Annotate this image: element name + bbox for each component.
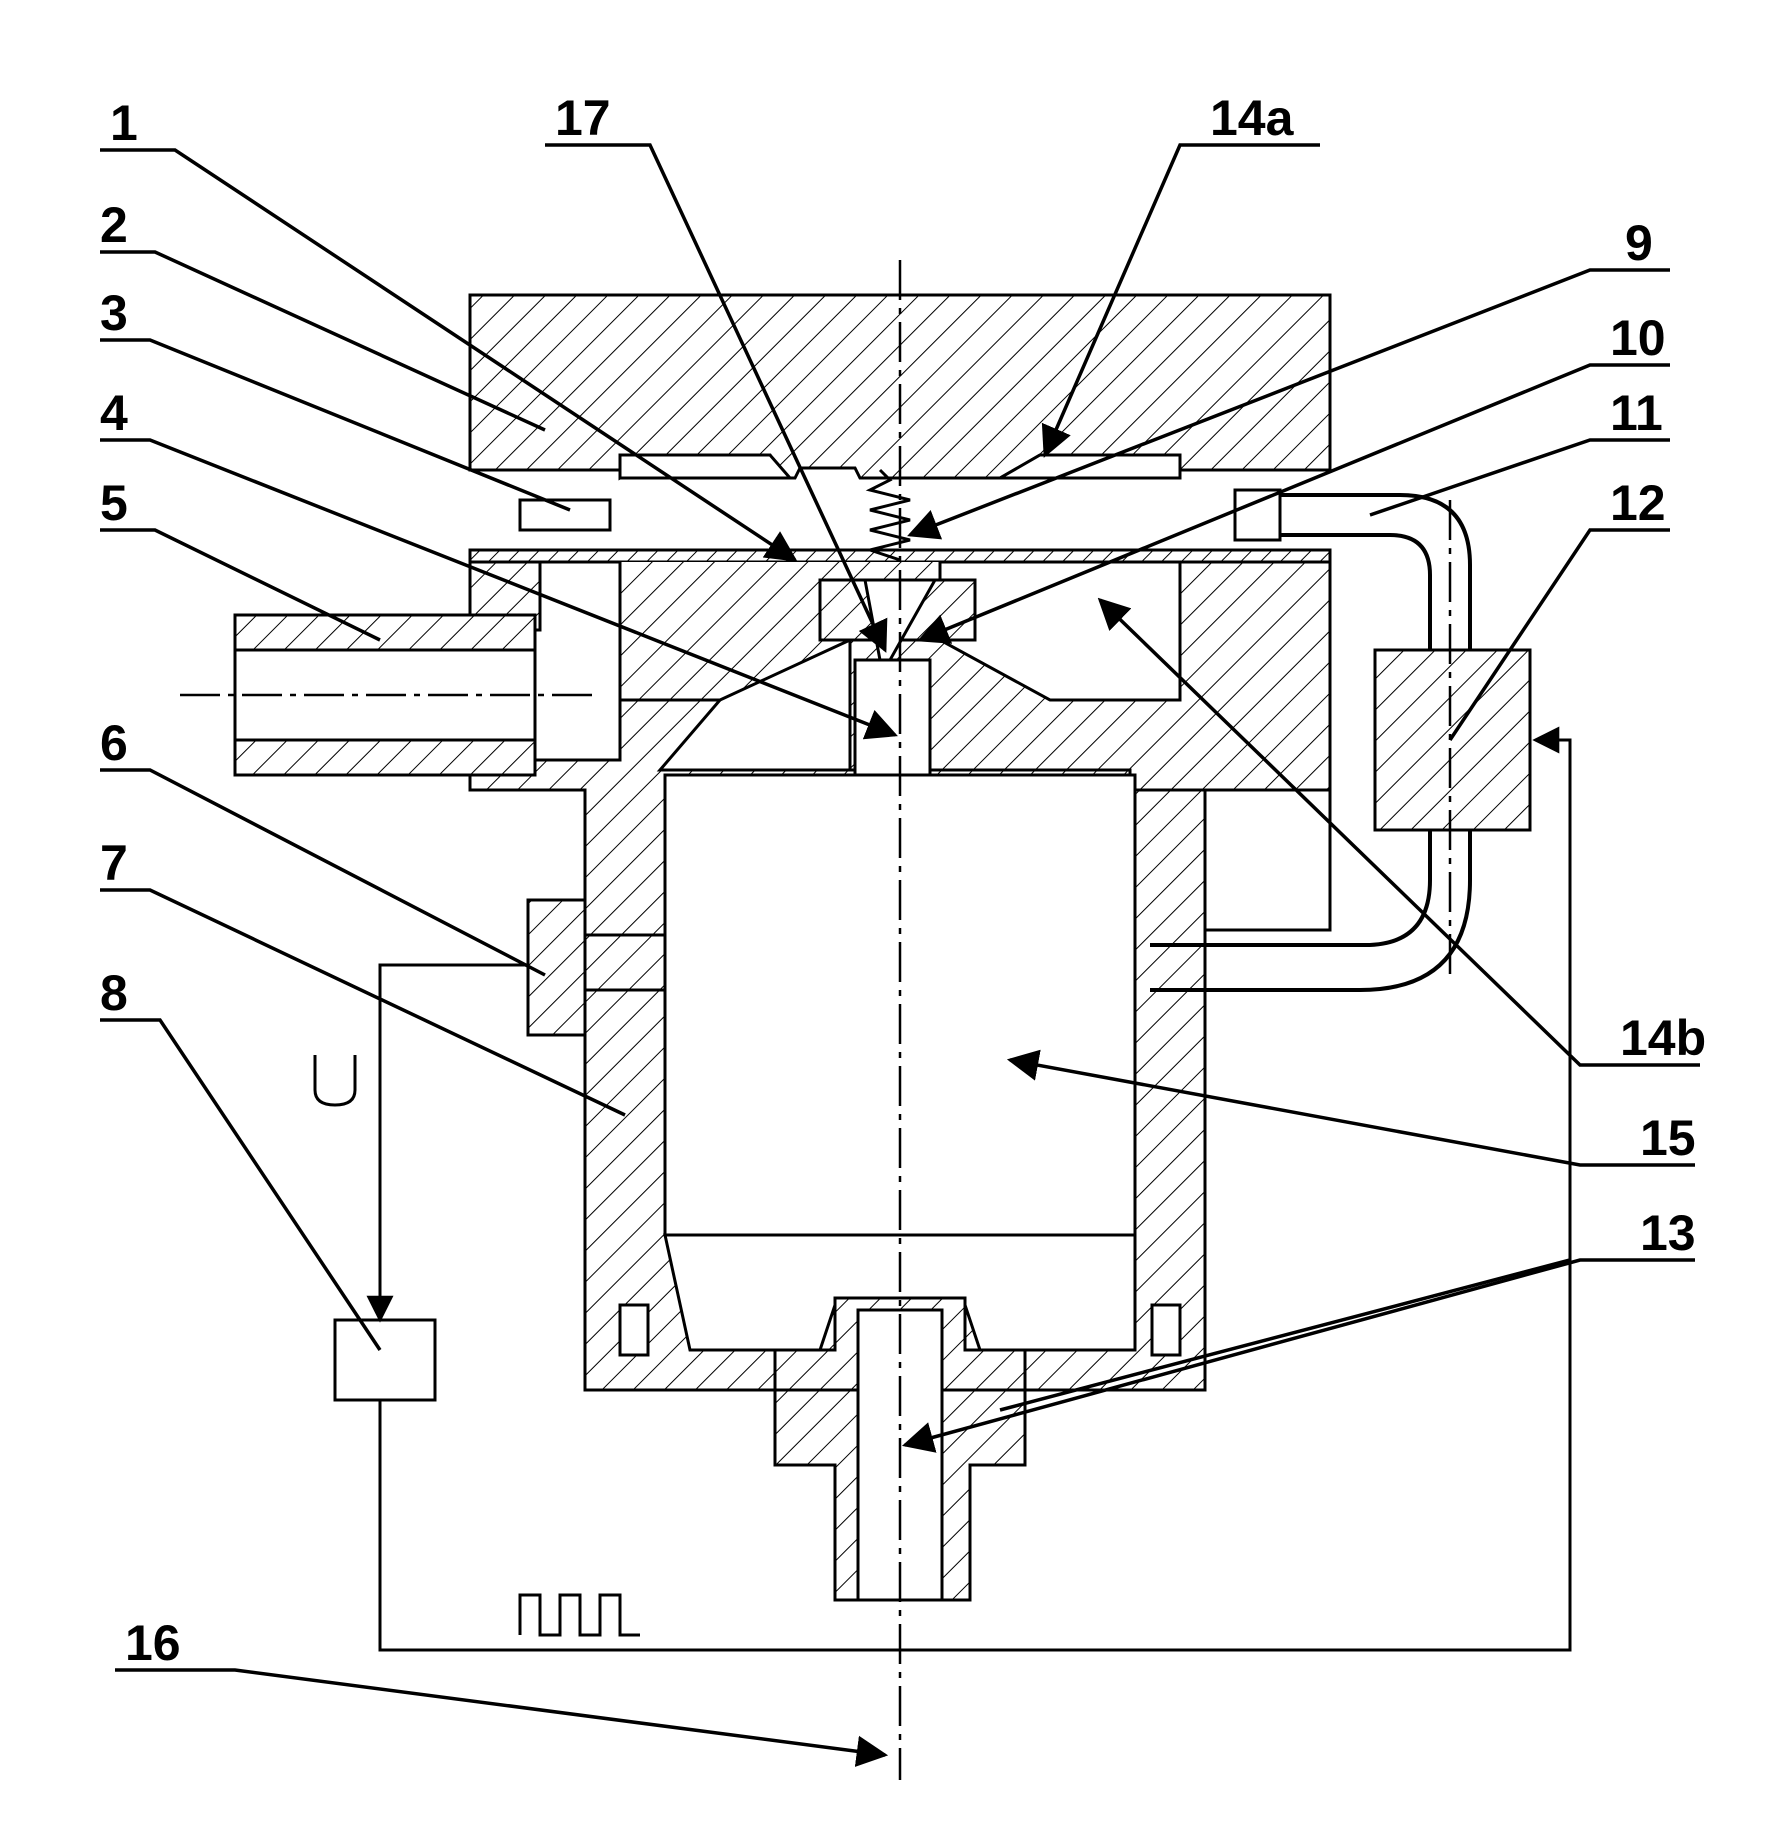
- label-10: 10: [1610, 310, 1666, 366]
- pulse-signal-icon: [518, 1593, 640, 1637]
- label-12: 12: [1610, 475, 1666, 531]
- controller-circuit: [313, 726, 1572, 1652]
- voltage-symbol-shape: [313, 1055, 357, 1107]
- sensor-electrode: [526, 898, 667, 1037]
- label-4: 4: [100, 385, 128, 441]
- label-15: 15: [1640, 1110, 1696, 1166]
- label-6: 6: [100, 715, 128, 771]
- bypass-tube: [1150, 488, 1532, 992]
- label-8: 8: [100, 965, 128, 1021]
- inlet-pipe: [180, 613, 600, 777]
- label-1: 1: [110, 95, 138, 151]
- label-11: 11: [1610, 385, 1663, 441]
- label-16: 16: [125, 1615, 181, 1671]
- label-5: 5: [100, 475, 128, 531]
- label-13: 13: [1640, 1205, 1696, 1261]
- bolt-hole: [518, 498, 612, 532]
- valve-12: [1373, 648, 1532, 832]
- label-14b: 14b: [1620, 1010, 1706, 1066]
- label-2: 2: [100, 197, 128, 253]
- leader-lines: [100, 143, 1700, 1767]
- label-3: 3: [100, 285, 128, 341]
- label-9: 9: [1625, 215, 1653, 271]
- label-14a: 14a: [1210, 90, 1295, 146]
- reference-labels: 1 2 3 4 5 6 7 8 17 14a 9 10 11 12 14b 15…: [100, 90, 1706, 1671]
- controller-box: [333, 1318, 437, 1402]
- label-17: 17: [555, 90, 611, 146]
- label-7: 7: [100, 835, 128, 891]
